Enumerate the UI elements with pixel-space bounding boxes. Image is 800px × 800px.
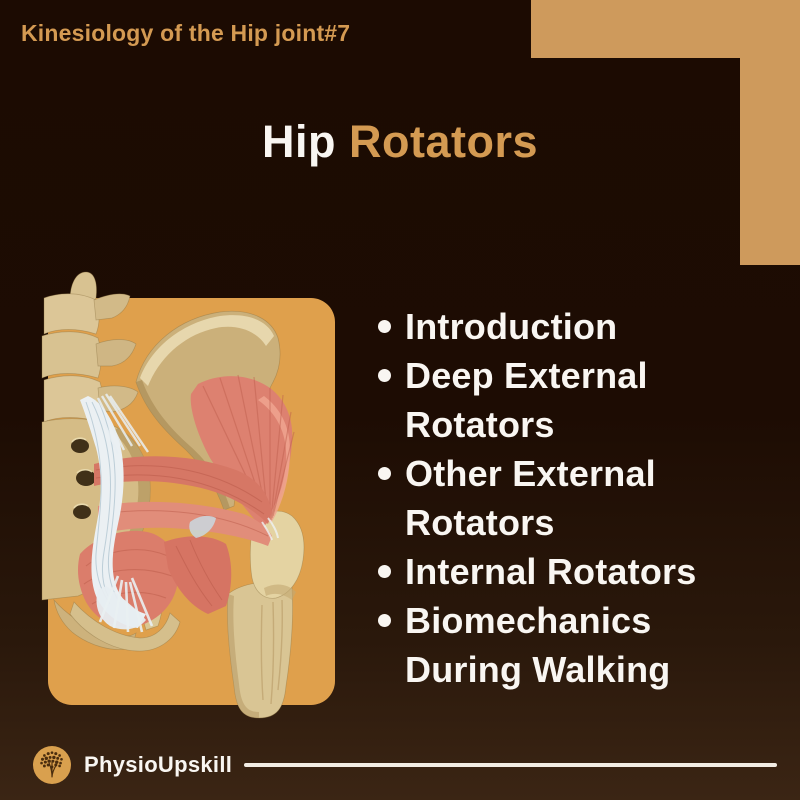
title-word-rotators: Rotators (348, 116, 538, 167)
brand-name: PhysioUpskill (84, 752, 233, 777)
topic-label: Biomechanics During Walking (405, 600, 671, 690)
list-item: Biomechanics During Walking (378, 596, 758, 694)
topic-label: Introduction (405, 306, 618, 347)
hip-anatomy-illustration (41, 271, 305, 719)
topic-label: Internal Rotators (405, 551, 697, 592)
topic-label: Deep External Rotators (405, 355, 648, 445)
corner-decoration-icon (740, 0, 800, 265)
tree-logo-icon (33, 746, 71, 784)
title-word-hip: Hip (261, 116, 336, 167)
series-title: Kinesiology of the Hip joint#7 (21, 20, 351, 46)
footer-divider-line (244, 763, 777, 767)
bullet-icon (378, 614, 391, 627)
bullet-icon (378, 565, 391, 578)
list-item: Deep External Rotators (378, 351, 758, 449)
list-item: Introduction (378, 302, 758, 351)
topics-list: Introduction Deep External Rotators Othe… (378, 302, 758, 694)
sacrotuberous-ligament (80, 393, 279, 633)
list-item: Internal Rotators (378, 547, 758, 596)
bullet-icon (378, 369, 391, 382)
bullet-icon (378, 320, 391, 333)
hip-rotator-muscles (78, 374, 295, 628)
bullet-icon (378, 467, 391, 480)
list-item: Other External Rotators (378, 449, 758, 547)
topic-label: Other External Rotators (405, 453, 656, 543)
